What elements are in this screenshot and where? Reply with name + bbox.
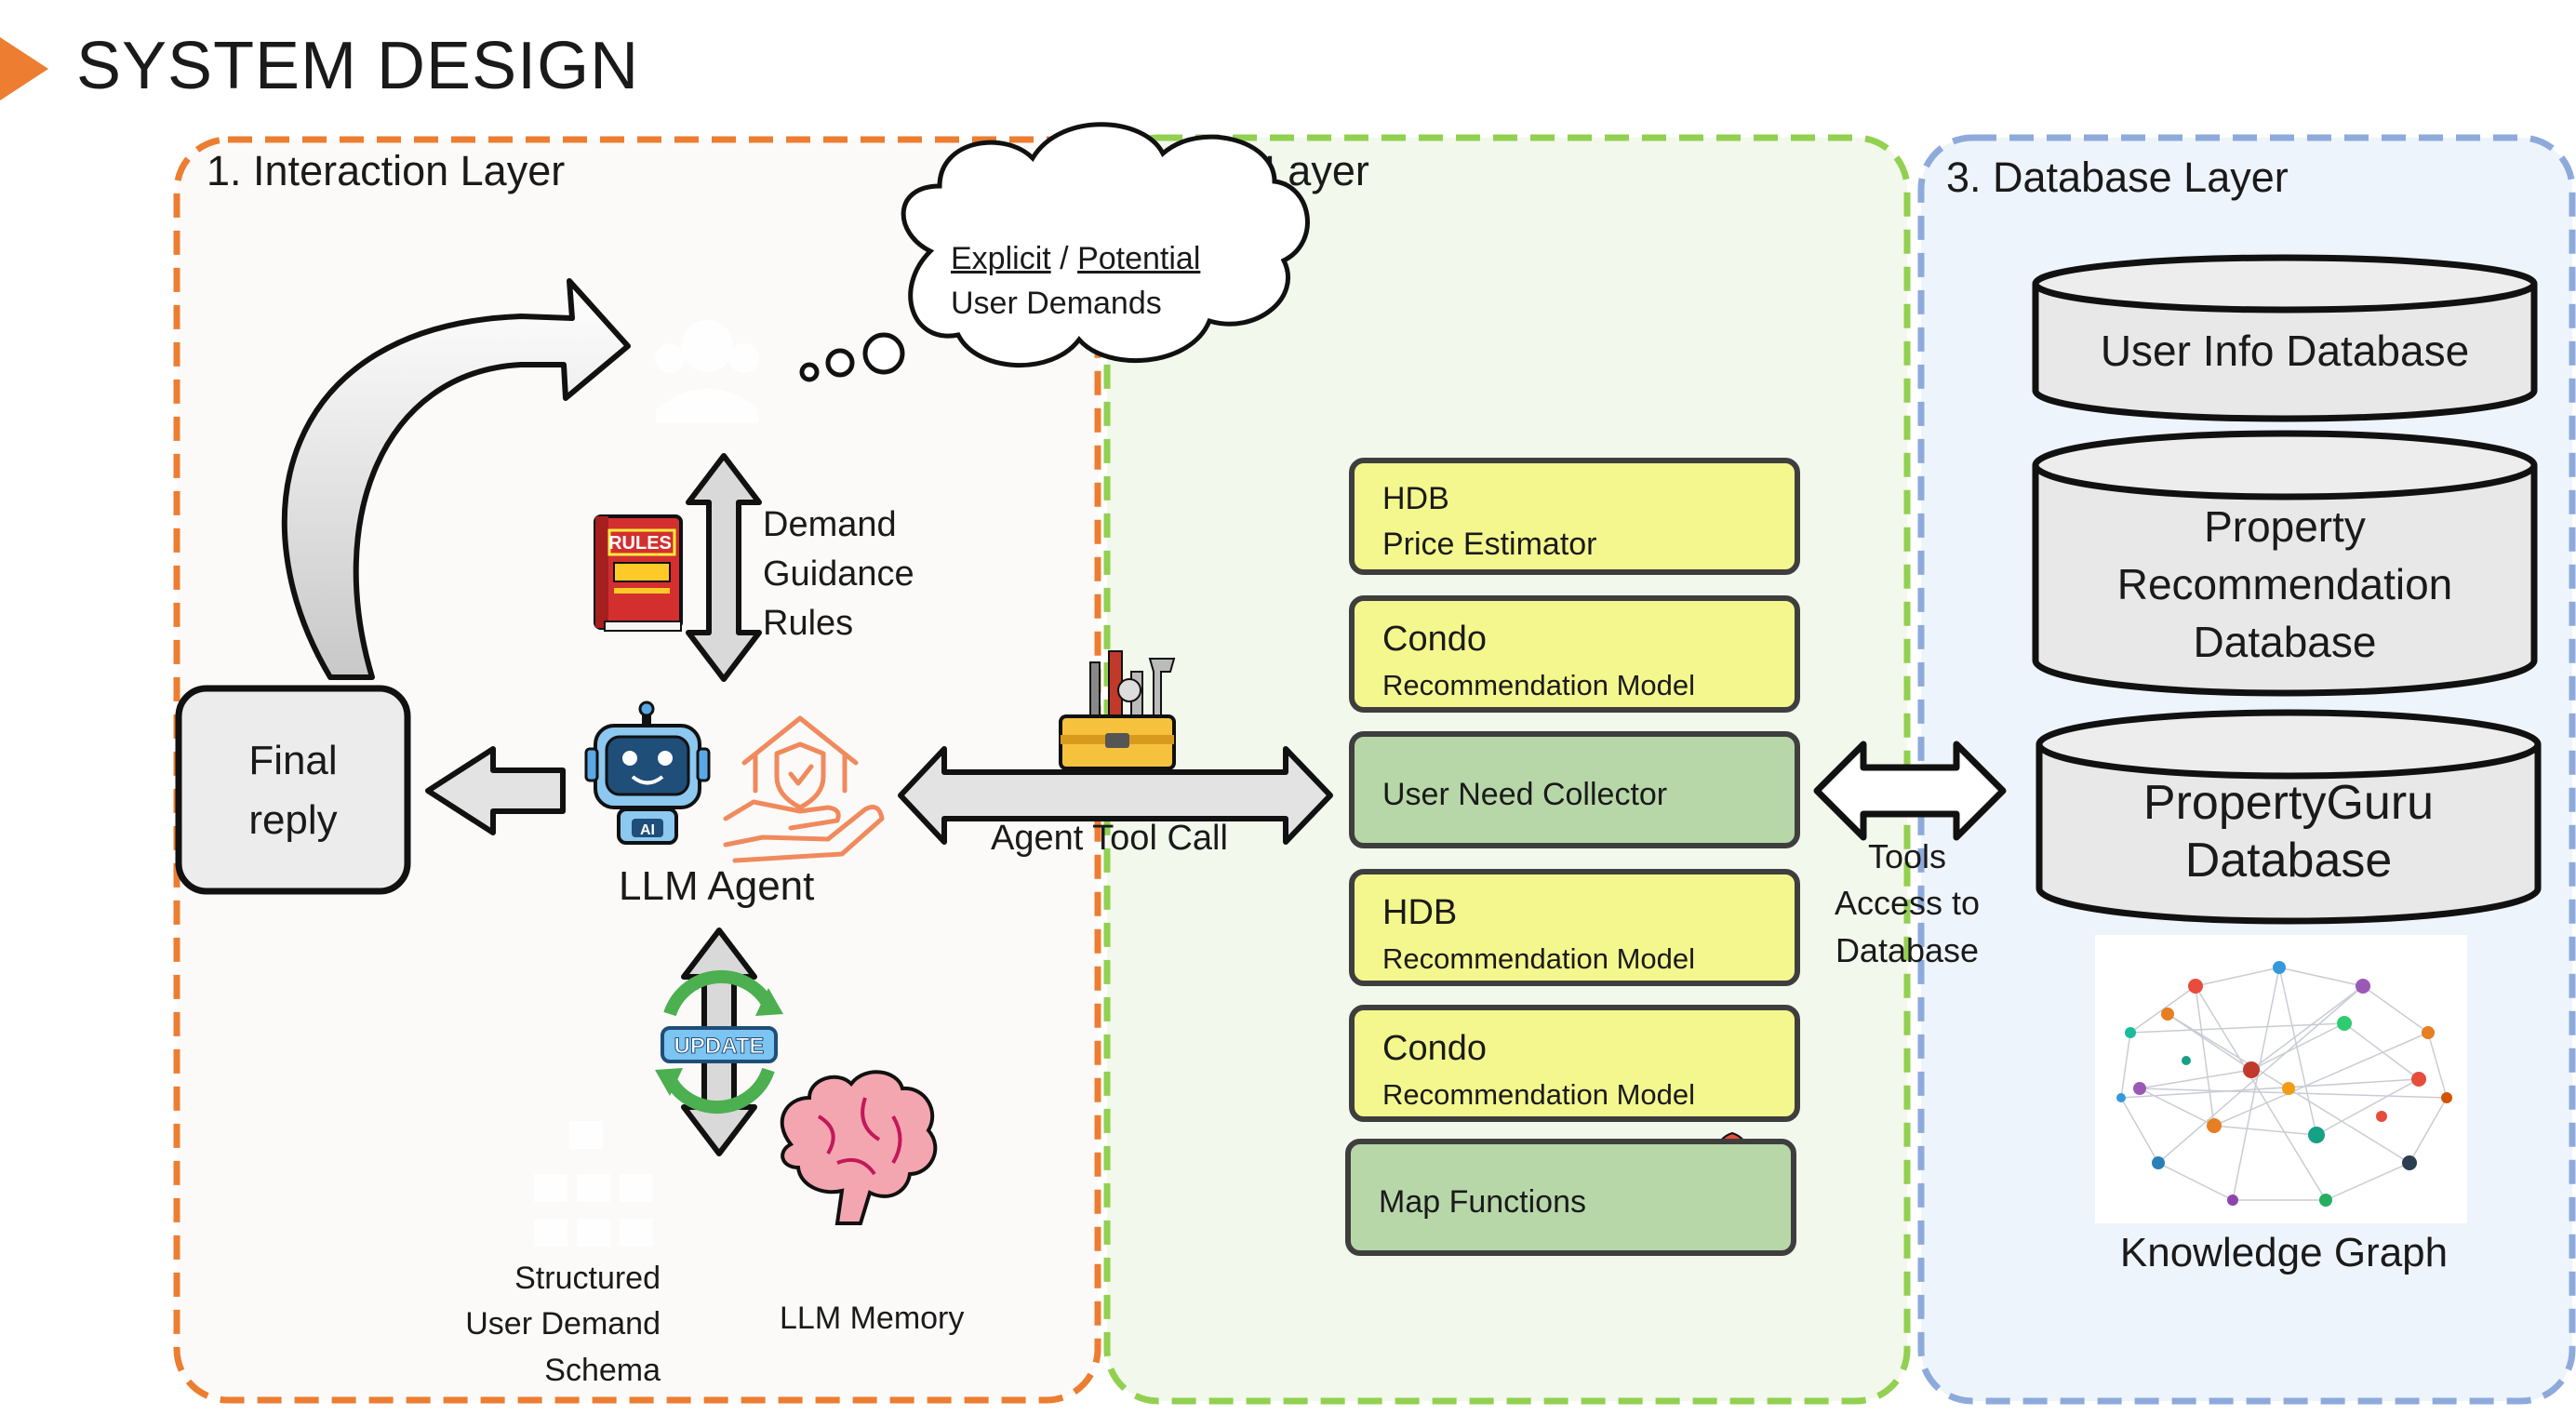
- page-title: SYSTEM DESIGN: [76, 29, 640, 103]
- llm-agent-label: LLM Agent: [619, 863, 815, 909]
- map-functions-tool[interactable]: Map Functions: [1345, 1139, 1796, 1256]
- llm-memory-label: LLM Memory: [780, 1301, 965, 1336]
- property-rec-database-label: Property Recommendation Database: [2116, 502, 2453, 667]
- rules-book-label: RULES: [608, 533, 672, 554]
- reply-arrow: [425, 746, 566, 835]
- update-label: UPDATE: [674, 1034, 765, 1059]
- knowledge-graph-label: Knowledge Graph: [2119, 1230, 2449, 1275]
- database-layer-label: 3. Database Layer: [1946, 154, 2289, 201]
- hdb-price-estimator-tool[interactable]: HDB Price Estimator: [1349, 458, 1800, 575]
- hdb-recommendation-tool[interactable]: HDB Recommendation Model: [1349, 869, 1800, 986]
- interaction-layer-label: 1. Interaction Layer: [207, 147, 566, 194]
- propertyguru-db-cylinder: [2035, 709, 2542, 925]
- robot-icon: [584, 701, 711, 845]
- feedback-curved-arrow: [281, 278, 631, 680]
- house-shield-icon: [723, 715, 885, 863]
- user-info-db-cylinder: [2032, 254, 2538, 422]
- user-need-collector-tool[interactable]: User Need Collector: [1349, 731, 1800, 848]
- db-access-label: Tools Access to Database: [1834, 837, 1981, 969]
- db-access-arrow: [1813, 741, 2007, 841]
- tool-call-arrow: [898, 746, 1333, 845]
- user-icon: [655, 320, 759, 423]
- user-demands-label: User Demands: [951, 285, 1162, 321]
- condo-recommendation-tool-2[interactable]: Condo Recommendation Model: [1349, 1005, 1800, 1122]
- thought-bubble: [799, 122, 1310, 382]
- knowledge-graph-image: [2095, 935, 2467, 1223]
- thought-bubble-text: Explicit / Potential User Demands: [951, 237, 1200, 326]
- property-rec-db-cylinder: [2032, 430, 2538, 697]
- structured-schema-label: Structured User Demand Schema: [465, 1261, 661, 1388]
- final-reply-box: [175, 685, 411, 895]
- rules-book-icon: [594, 514, 683, 632]
- demand-separator: /: [1060, 241, 1069, 276]
- agent-tool-call-label: Agent Tool Call: [991, 819, 1228, 858]
- explicit-demand-label: Explicit: [951, 241, 1051, 276]
- toolbox-icon: [1059, 650, 1176, 770]
- schema-icon: [534, 1121, 653, 1247]
- update-icon: [655, 969, 783, 1115]
- rules-double-arrow: [686, 453, 762, 682]
- demand-guidance-rules-label: Demand Guidance Rules: [763, 505, 914, 644]
- potential-demand-label: Potential: [1077, 241, 1201, 276]
- brain-icon: [780, 1070, 938, 1225]
- title-arrow-icon: [0, 37, 48, 100]
- propertyguru-database-label: PropertyGuru Database: [2142, 776, 2435, 888]
- final-reply-label: Final reply: [248, 738, 338, 843]
- robot-label: AI: [640, 822, 655, 838]
- user-info-database-label: User Info Database: [2100, 327, 2470, 375]
- condo-recommendation-tool-1[interactable]: Condo Recommendation Model: [1349, 595, 1800, 713]
